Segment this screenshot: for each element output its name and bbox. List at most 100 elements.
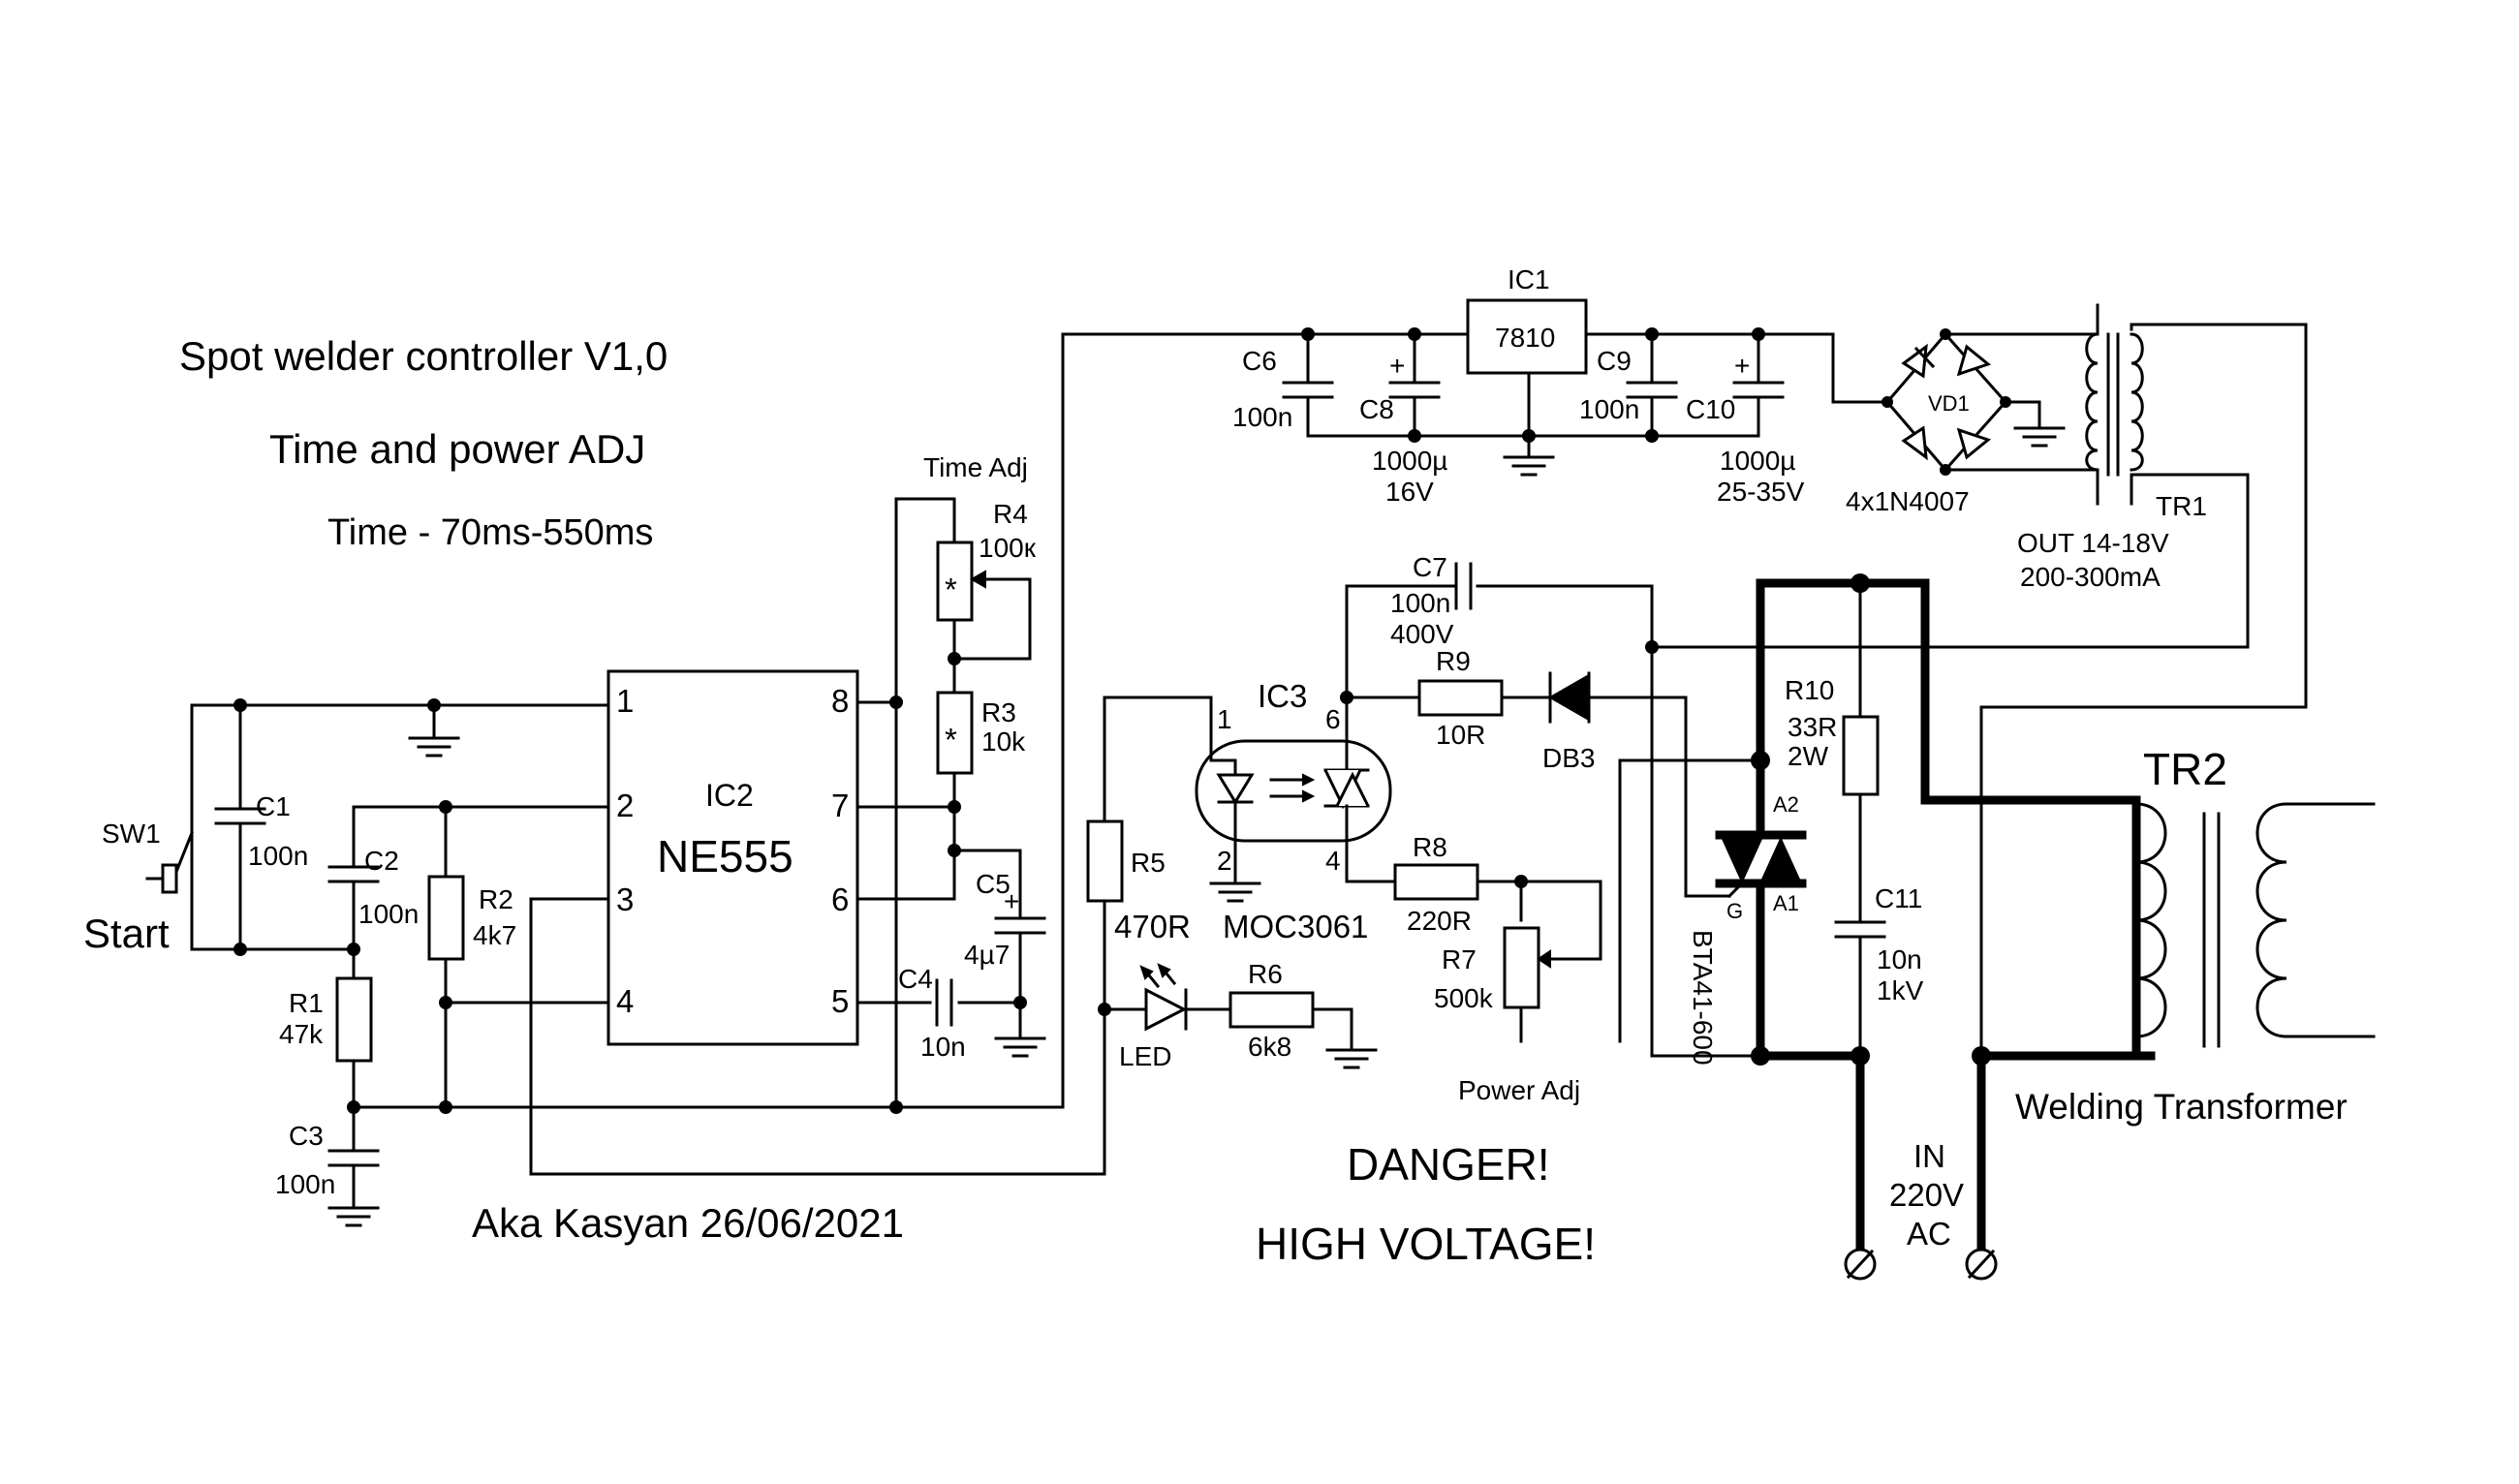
triac-bta41: A2 A1 G BTA41-600 (1688, 756, 1807, 1066)
r10-ref: R10 (1785, 675, 1834, 705)
ic2-ne555: 1 2 3 4 5 6 7 8 IC2 NE555 (606, 669, 859, 1046)
c1-ref: C1 (256, 791, 291, 821)
r7-caption: Power Adj (1458, 1075, 1580, 1105)
ground-symbols (327, 426, 2066, 1227)
resistor-r8: R8 220R (1393, 832, 1479, 936)
resistor-r3: * R3 10k (936, 691, 1026, 775)
schematic-subtitle: Time and power ADJ (269, 426, 645, 472)
ic1-value: 7810 (1495, 323, 1555, 353)
resistor-r10: R10 33R 2W (1785, 675, 1880, 796)
ic2-pin-6: 6 (831, 881, 849, 917)
c2-ref: C2 (364, 846, 399, 876)
c6-ref: C6 (1242, 346, 1277, 376)
mains-in: IN (1913, 1138, 1945, 1174)
ground-icon (1325, 1048, 1378, 1069)
sw1-ref: SW1 (102, 819, 161, 849)
capacitor-c5: + C5 4µ7 (964, 869, 1046, 970)
vd1-ref: VD1 (1928, 391, 1970, 416)
capacitor-c6: C6 100n (1232, 346, 1334, 432)
tr1-out: OUT 14-18V (2017, 528, 2169, 558)
capacitor-c8: + C8 1000µ 16V (1359, 351, 1447, 507)
r9-ref: R9 (1436, 646, 1471, 676)
ic2-value: NE555 (657, 831, 793, 881)
ground-icon (327, 1206, 380, 1227)
mains-terminals: IN 220V AC (1844, 1138, 1998, 1281)
c8-value2: 16V (1385, 477, 1434, 507)
triac-a2: A2 (1773, 792, 1799, 817)
db3-ref: DB3 (1542, 743, 1595, 773)
resistor-r1: R1 47k (279, 976, 373, 1063)
triac-ref: BTA41-600 (1688, 930, 1718, 1066)
r2-value: 4k7 (473, 920, 516, 950)
c7-ref: C7 (1413, 552, 1447, 582)
signal-wires (190, 303, 2308, 1208)
r4-value: 100к (979, 533, 1037, 563)
ic1-ref: IC1 (1508, 264, 1550, 294)
ic3-pin-6: 6 (1325, 704, 1341, 734)
r8-ref: R8 (1413, 832, 1447, 862)
vd1-value: 4x1N4007 (1846, 486, 1970, 516)
ground-icon (2013, 426, 2066, 448)
r5-value: 470R (1114, 909, 1191, 944)
ground-icon (1503, 455, 1555, 477)
c11-ref: C11 (1875, 883, 1922, 913)
c9-ref: C9 (1597, 346, 1632, 376)
tr2-label: Welding Transformer (2015, 1087, 2348, 1127)
c3-value: 100n (275, 1169, 335, 1199)
time-range-note: Time - 70ms-550ms (327, 512, 653, 553)
capacitor-c1: C1 100n (214, 791, 308, 871)
potentiometer-r4: * Time Adj R4 100к (923, 452, 1037, 622)
ic3-pin-4: 4 (1325, 846, 1341, 876)
schematic-title: Spot welder controller V1,0 (179, 333, 668, 379)
resistor-r9: R9 10R (1417, 646, 1504, 750)
potentiometer-r7: R7 500k Power Adj (1434, 926, 1580, 1105)
c5-value: 4µ7 (964, 940, 1010, 970)
mains-type: AC (1907, 1216, 1951, 1252)
ic3-pin-1: 1 (1217, 704, 1232, 734)
r9-value: 10R (1436, 720, 1485, 750)
c10-value2: 25-35V (1717, 477, 1805, 507)
capacitor-c2: C2 100n (327, 846, 419, 929)
c4-value: 10n (920, 1032, 966, 1062)
c1-value: 100n (248, 841, 308, 871)
c10-ref: C10 (1686, 394, 1735, 424)
c4-ref: C4 (898, 964, 933, 994)
tr2-ref: TR2 (2143, 744, 2227, 794)
author-credit: Aka Kasyan 26/06/2021 (472, 1200, 904, 1246)
sw1-switch: SW1 Start (83, 807, 194, 956)
r3-ref: R3 (981, 697, 1016, 727)
ic3-ref: IC3 (1258, 678, 1307, 714)
tr1-current: 200-300mA (2020, 562, 2161, 592)
r6-ref: R6 (1248, 959, 1283, 989)
svg-text:+: + (1734, 351, 1750, 381)
c3-ref: C3 (289, 1121, 324, 1151)
ic2-pin-2: 2 (616, 788, 634, 823)
triac-g: G (1726, 899, 1743, 923)
resistor-r5: R5 470R (1086, 819, 1191, 944)
c7-value1: 100n (1390, 588, 1450, 618)
r3-mark: * (945, 722, 957, 757)
ic2-pin-4: 4 (616, 983, 634, 1019)
sw1-label: Start (83, 911, 170, 956)
resistor-r6: R6 6k8 (1228, 959, 1315, 1062)
ic1-regulator: 7810 IC1 (1466, 264, 1588, 375)
c11-value2: 1kV (1877, 975, 1924, 1005)
ic2-ref: IC2 (705, 778, 754, 813)
capacitor-c9: C9 100n (1579, 346, 1678, 424)
ic3-optocoupler: 1 2 4 6 IC3 MOC3061 (1195, 678, 1392, 944)
capacitor-c4: C4 10n (898, 964, 966, 1062)
capacitor-c7: C7 100n 400V (1390, 552, 1473, 649)
capacitor-c10: + C10 1000µ 25-35V (1686, 351, 1805, 507)
r2-ref: R2 (479, 884, 513, 914)
ground-icon (994, 1036, 1046, 1058)
mains-voltage: 220V (1889, 1177, 1964, 1213)
resistor-r2: R2 4k7 (427, 875, 516, 961)
c8-value1: 1000µ (1372, 446, 1447, 476)
c9-value: 100n (1579, 394, 1639, 424)
r6-value: 6k8 (1248, 1032, 1291, 1062)
svg-text:+: + (1389, 351, 1405, 381)
led-ref: LED (1119, 1041, 1171, 1071)
led-indicator: LED (1119, 963, 1188, 1071)
capacitor-c3: C3 100n (275, 1121, 380, 1199)
